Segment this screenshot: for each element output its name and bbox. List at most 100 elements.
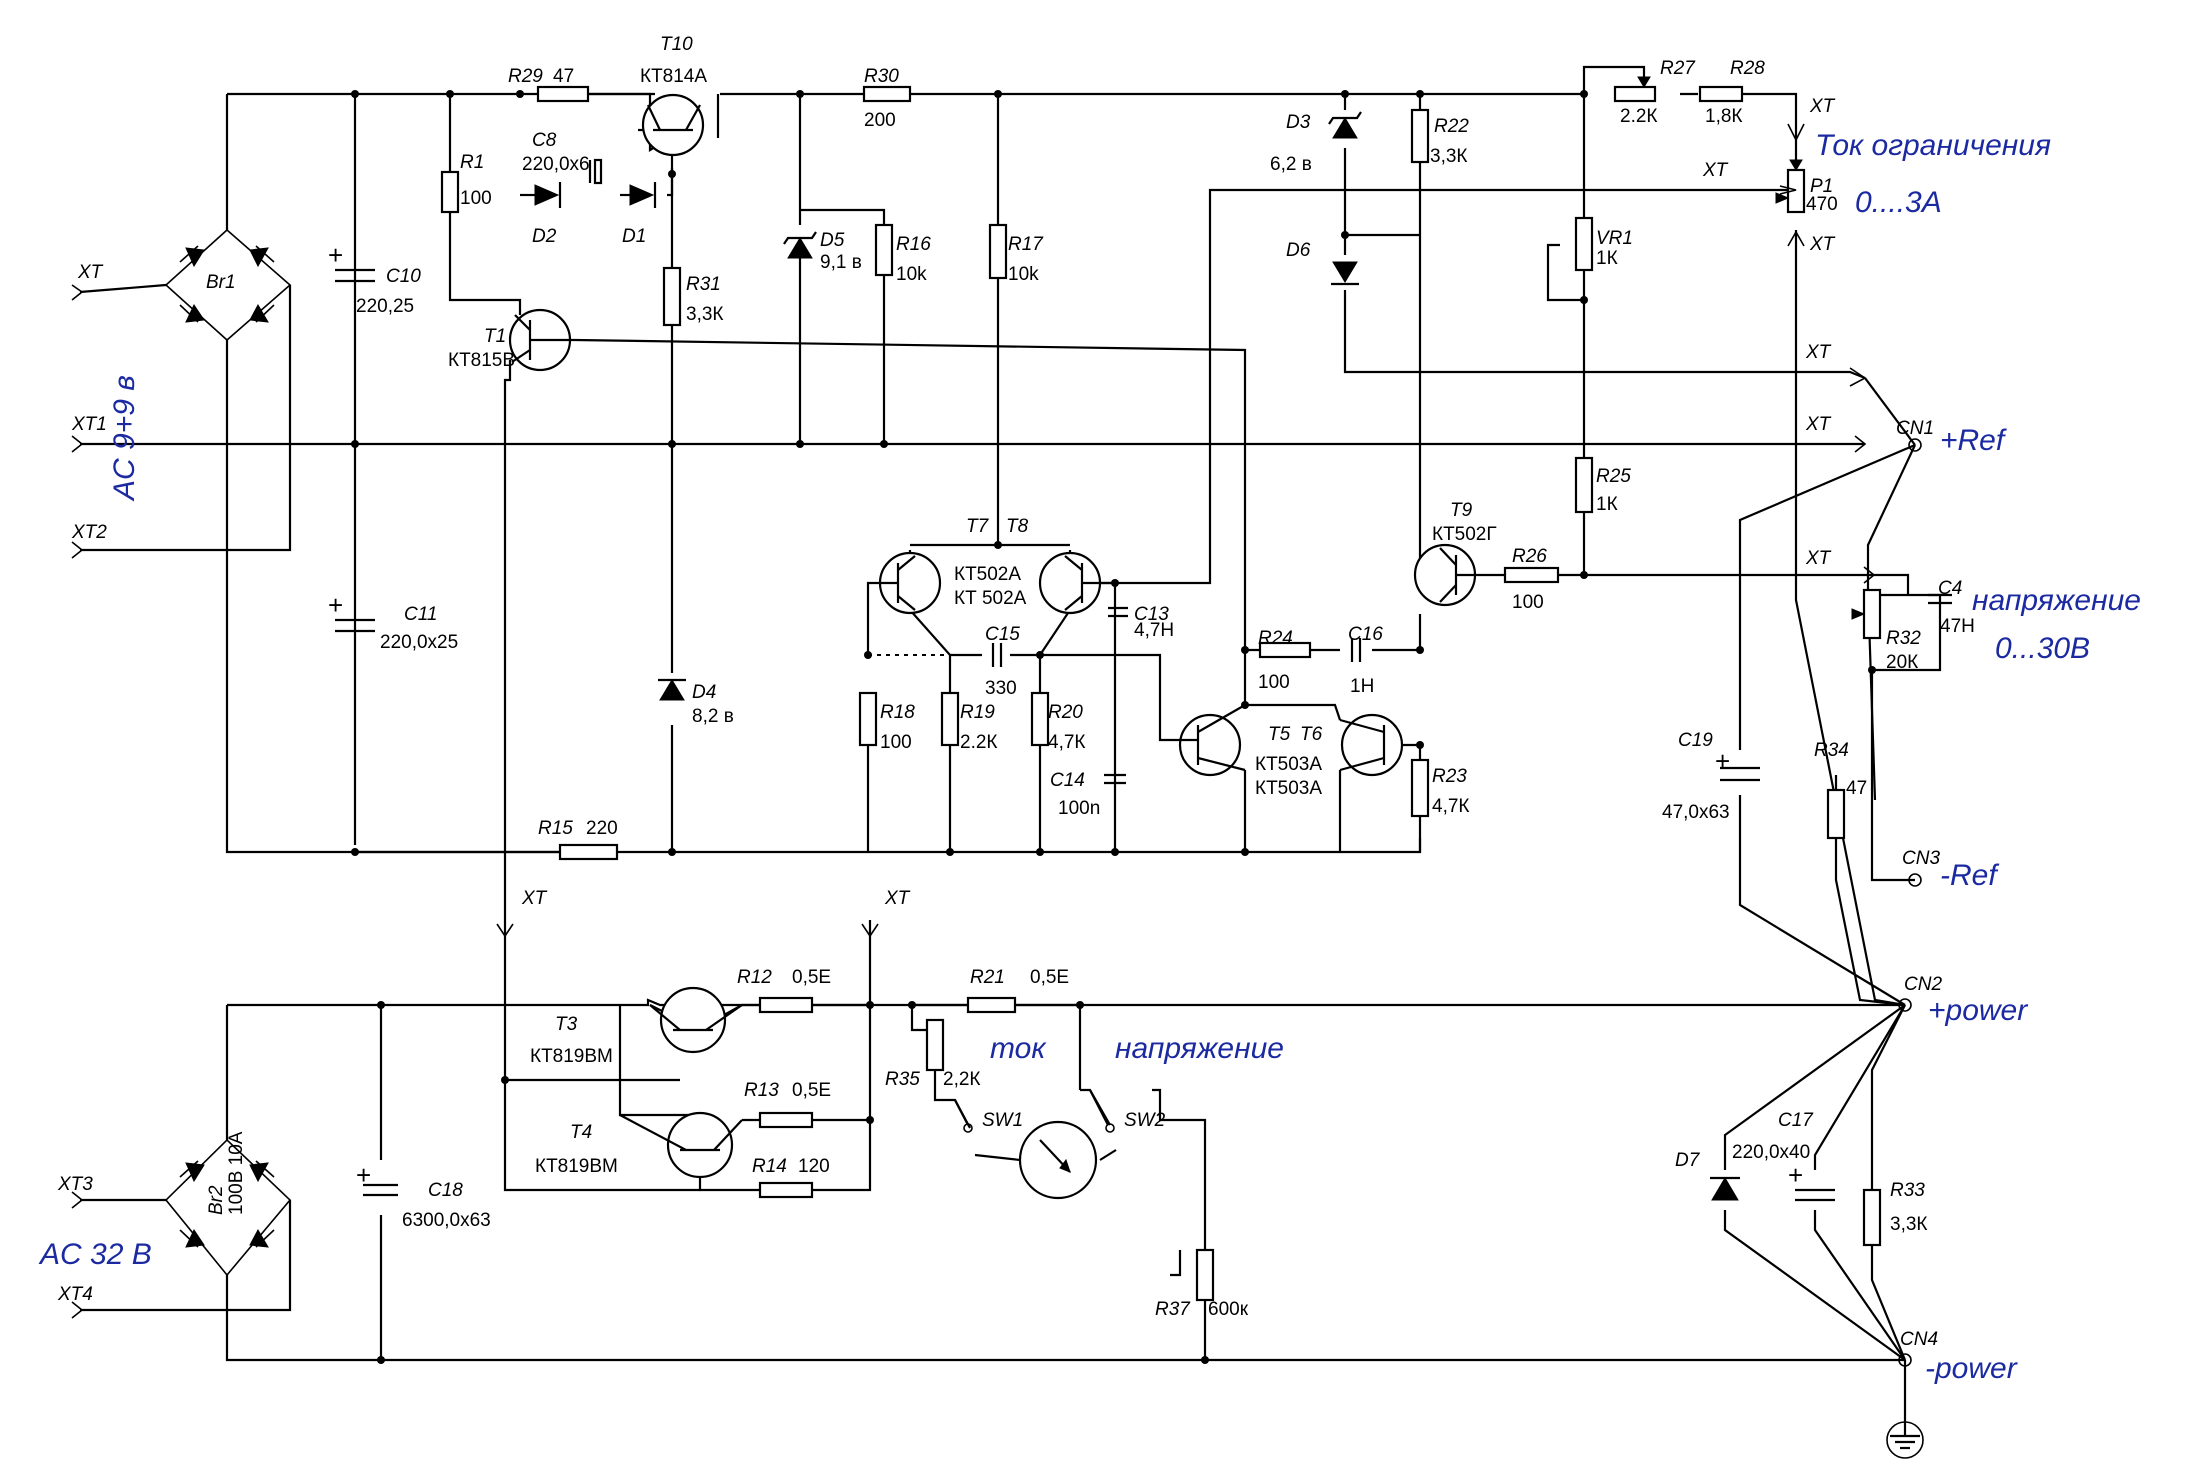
r21-body <box>966 996 1017 1014</box>
bridge-br2 <box>164 1138 292 1277</box>
label-r34-ref: R34 <box>1814 740 1849 761</box>
svg-text:+: + <box>1788 1160 1803 1190</box>
r22-body <box>1410 108 1430 164</box>
label-r17-val: 10k <box>1008 264 1039 285</box>
label-d5-ref: D5 <box>820 230 845 251</box>
label-r23-val: 4,7К <box>1432 796 1469 817</box>
label-t9-val: КТ502Г <box>1432 524 1497 545</box>
label-r26-ref: R26 <box>1512 546 1547 567</box>
r32-body <box>1862 588 1882 640</box>
r1-body <box>440 170 460 214</box>
r28-body <box>1698 85 1744 103</box>
label-r30-val: 200 <box>864 110 896 131</box>
label-r15-val: 220 <box>586 818 618 839</box>
label-t1-ref: T1 <box>484 326 506 347</box>
label-d7-ref: D7 <box>1675 1150 1701 1171</box>
label-xt-p1-bot: XT <box>1809 234 1836 255</box>
label-c11-ref: C11 <box>404 604 437 625</box>
label-c13-val: 4,7Н <box>1134 620 1174 641</box>
label-c16-ref: C16 <box>1348 624 1383 645</box>
label-c11-val: 220,0х25 <box>380 632 458 653</box>
label-d4-ref: D4 <box>692 682 716 703</box>
label-r22-val: 3,3К <box>1430 146 1467 167</box>
label-r29-val: 47 <box>553 66 574 87</box>
label-t6-ref: T6 <box>1300 724 1323 745</box>
label-r15-ref: R15 <box>538 818 573 839</box>
annotation-current-limit: Ток ограничения <box>1815 129 2051 162</box>
diodes <box>534 111 1740 1201</box>
label-r19-val: 2.2К <box>960 732 997 753</box>
label-br1: Br1 <box>206 272 236 293</box>
label-c4-ref: C4 <box>1938 578 1962 599</box>
label-r20-ref: R20 <box>1048 702 1083 723</box>
connector-arrows <box>71 123 1922 1367</box>
label-r33-ref: R33 <box>1890 1180 1925 1201</box>
label-t1-val: КТ815В <box>448 350 515 371</box>
label-sw1-ref: SW1 <box>982 1110 1023 1131</box>
svg-text:+: + <box>328 240 343 270</box>
switch-meter-ground <box>954 1089 1924 1459</box>
label-r27-ref: R27 <box>1660 58 1696 79</box>
label-r24-ref: R24 <box>1258 628 1293 649</box>
annotation-voltage: напряжение <box>1972 584 2141 617</box>
label-t78-val2: КТ 502А <box>954 588 1027 609</box>
label-r33-val: 3,3К <box>1890 1214 1927 1235</box>
vr1-body <box>1574 216 1594 272</box>
annotation-meter-voltage: напряжение <box>1115 1032 1284 1065</box>
resistors <box>440 76 1882 1302</box>
r30-body <box>862 85 912 103</box>
annotation-power-plus: +power <box>1928 994 2028 1027</box>
label-xt-r18: XT <box>884 888 911 909</box>
r18-body <box>858 691 878 747</box>
r27-body <box>1613 85 1657 103</box>
r31-body <box>662 266 682 327</box>
label-r23-ref: R23 <box>1432 766 1467 787</box>
label-cn4: CN4 <box>1900 1329 1938 1350</box>
label-r27-val: 2.2К <box>1620 106 1657 127</box>
label-xt-r32: XT <box>1805 548 1832 569</box>
label-t3-ref: T3 <box>555 1014 578 1035</box>
r19-body <box>940 691 960 747</box>
label-r37-val: 600к <box>1208 1299 1249 1320</box>
label-r13-val: 0,5Е <box>792 1080 831 1101</box>
label-xt-p1-mid: XT <box>1702 160 1729 181</box>
label-xt-top: XT <box>77 262 104 283</box>
label-r17-ref: R17 <box>1008 234 1044 255</box>
label-r21-val: 0,5Е <box>1030 967 1069 988</box>
label-p1-val: 470 <box>1806 194 1838 215</box>
label-xt-t1: XT <box>521 888 548 909</box>
r34-body <box>1826 788 1846 840</box>
label-xt-ref1: XT <box>1805 342 1832 363</box>
label-c8-ref: C8 <box>532 130 557 151</box>
label-r22-ref: R22 <box>1434 116 1469 137</box>
label-c4-val: 47Н <box>1940 616 1975 637</box>
label-r13-ref: R13 <box>744 1080 779 1101</box>
label-t10-val: КТ814А <box>640 66 707 87</box>
label-d4-val: 8,2 в <box>692 706 734 727</box>
label-p1-ref: P1 <box>1810 176 1833 197</box>
label-c18-ref: C18 <box>428 1180 463 1201</box>
label-r16-ref: R16 <box>896 234 931 255</box>
label-br2-val: 100В 10А <box>226 1131 247 1215</box>
label-xt-p1-top: XT <box>1809 96 1836 117</box>
r33-body <box>1862 1188 1882 1247</box>
label-xt-ref2: XT <box>1805 414 1832 435</box>
label-r14-ref: R14 <box>752 1156 787 1177</box>
label-r35-val: 2,2К <box>943 1069 980 1090</box>
r16-body <box>874 223 894 277</box>
r14-body <box>758 1181 814 1199</box>
label-c14-val: 100n <box>1058 798 1100 819</box>
label-r1-val: 100 <box>460 188 492 209</box>
label-c13-ref: C13 <box>1134 604 1169 625</box>
svg-text:+: + <box>1715 746 1730 776</box>
svg-text:+: + <box>356 1160 371 1190</box>
label-xt4: XT4 <box>57 1284 93 1305</box>
label-cn1: CN1 <box>1896 418 1934 439</box>
label-c10-ref: C10 <box>386 266 421 287</box>
label-c17-val: 220,0х40 <box>1732 1142 1810 1163</box>
junctions <box>351 90 1876 1364</box>
label-r31-ref: R31 <box>686 274 721 295</box>
r37-body <box>1195 1248 1215 1302</box>
label-t10-ref: T10 <box>660 34 693 55</box>
label-r30-ref: R30 <box>864 66 899 87</box>
